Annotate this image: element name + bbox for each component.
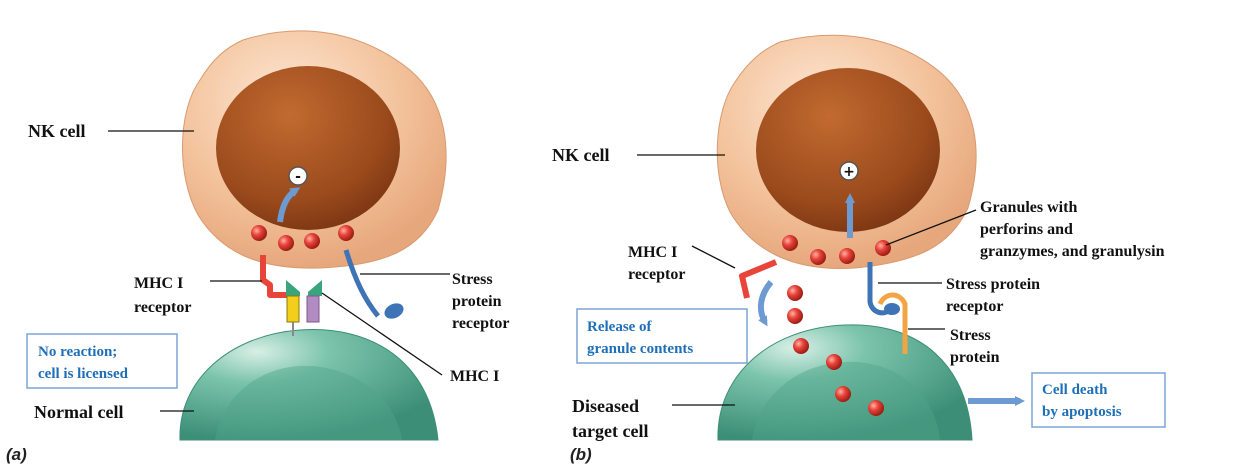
plus-sign-icon: [839, 161, 859, 181]
stress-receptor-label-a-3: receptor: [452, 315, 509, 332]
granule: [810, 249, 826, 265]
normal-cell-label: Normal cell: [34, 402, 123, 422]
mhc-i-molecule: [286, 280, 322, 336]
release-arrow: [757, 280, 774, 327]
granule: [338, 225, 354, 241]
released-granule: [835, 386, 851, 402]
granule: [251, 225, 267, 241]
panel-b-letter: (b): [570, 445, 592, 464]
cell-death-text-2: by apoptosis: [1042, 404, 1122, 420]
diseased-cell: [717, 324, 973, 441]
granules-label-2: perforins and: [980, 221, 1073, 238]
granules-label-3: granzymes, and granulysin: [980, 243, 1165, 260]
panel-a: - NK cell MHC I receptor Stress protein: [6, 30, 509, 464]
release-text-2: granule contents: [587, 341, 693, 357]
mhc-receptor-label-a-2: receptor: [134, 299, 191, 316]
cell-death-text-1: Cell death: [1042, 382, 1108, 398]
stress-receptor-label-a-2: protein: [452, 293, 502, 310]
granule: [782, 235, 798, 251]
plus-sign-text: +: [843, 164, 855, 180]
stress-receptor-label-b-1: Stress protein: [946, 276, 1040, 293]
stress-receptor-label-b-2: receptor: [946, 298, 1003, 315]
stress-protein-label-1: Stress: [950, 327, 991, 344]
normal-cell: [179, 329, 439, 441]
diseased-cell-label-1: Diseased: [572, 396, 639, 416]
panel-b: + NK cell Granules with perforins and: [552, 34, 1166, 464]
mhc-receptor-label-b-1: MHC I: [628, 244, 677, 261]
minus-sign-text: -: [295, 169, 301, 185]
stress-protein: [877, 292, 908, 354]
granule: [875, 240, 891, 256]
minus-sign-icon: [288, 166, 308, 186]
stress-receptor-label-a-1: Stress: [452, 271, 493, 288]
released-granule: [787, 285, 803, 301]
stress-protein-label-2: protein: [950, 349, 1000, 366]
nucleus-b: [756, 68, 940, 232]
stress-receptor-a: [343, 249, 380, 318]
mhc-receptor-a: [260, 255, 288, 298]
mhc-receptor-label-a-1: MHC I: [134, 275, 183, 292]
granule: [304, 233, 320, 249]
mhc-receptor-label-b-2: receptor: [628, 266, 685, 283]
no-reaction-text-1: No reaction;: [38, 344, 117, 360]
cell-death-box: [1031, 372, 1166, 428]
released-granule: [793, 338, 809, 354]
mhc-receptor-b: [739, 259, 778, 299]
nk-cell-label-a: NK cell: [28, 121, 85, 141]
diseased-cell-label-2: target cell: [572, 421, 648, 441]
signal-arrow-a: [277, 187, 301, 223]
released-granule: [826, 354, 842, 370]
nucleus-a: [216, 66, 400, 230]
released-granule: [787, 308, 803, 324]
panel-a-letter: (a): [6, 445, 27, 464]
release-text-1: Release of: [587, 319, 653, 335]
released-granule: [868, 400, 884, 416]
no-reaction-box: [26, 333, 178, 389]
no-reaction-text-2: cell is licensed: [38, 366, 129, 382]
granule: [278, 235, 294, 251]
nk-cell-label-b: NK cell: [552, 145, 609, 165]
mhc-i-label: MHC I: [450, 368, 499, 385]
granules-label-1: Granules with: [980, 199, 1077, 216]
granule: [839, 248, 855, 264]
release-box: [576, 308, 748, 364]
